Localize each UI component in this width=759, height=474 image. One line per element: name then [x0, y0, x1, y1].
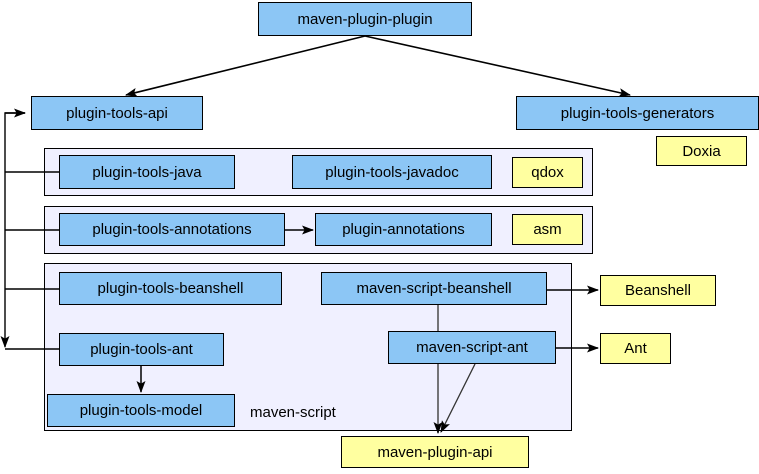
node-maven-script-beanshell[interactable]: maven-script-beanshell	[321, 272, 547, 305]
edge-plugin-to-api	[125, 35, 366, 97]
node-plugin-tools-beanshell[interactable]: plugin-tools-beanshell	[59, 272, 282, 305]
node-doxia[interactable]: Doxia	[656, 136, 747, 166]
node-maven-plugin-api[interactable]: maven-plugin-api	[341, 436, 529, 468]
node-maven-script-ant[interactable]: maven-script-ant	[388, 331, 556, 364]
node-plugin-tools-annotations[interactable]: plugin-tools-annotations	[59, 213, 285, 246]
node-plugin-tools-javadoc[interactable]: plugin-tools-javadoc	[292, 155, 492, 189]
node-plugin-tools-api[interactable]: plugin-tools-api	[31, 96, 203, 130]
node-beanshell[interactable]: Beanshell	[600, 275, 716, 306]
node-plugin-tools-model[interactable]: plugin-tools-model	[47, 394, 235, 427]
edge-plugin-to-generators	[364, 35, 631, 98]
edge-api-trunk	[0, 112, 25, 348]
node-ant[interactable]: Ant	[600, 333, 671, 364]
node-qdox[interactable]: qdox	[512, 157, 583, 188]
node-plugin-tools-generators[interactable]: plugin-tools-generators	[516, 96, 759, 130]
node-plugin-annotations[interactable]: plugin-annotations	[315, 213, 492, 246]
node-asm[interactable]: asm	[512, 214, 583, 245]
group-maven-script-label: maven-script	[250, 404, 336, 421]
node-plugin-tools-java[interactable]: plugin-tools-java	[59, 155, 235, 189]
node-plugin-tools-ant[interactable]: plugin-tools-ant	[59, 333, 224, 366]
node-maven-plugin-plugin[interactable]: maven-plugin-plugin	[258, 2, 472, 36]
